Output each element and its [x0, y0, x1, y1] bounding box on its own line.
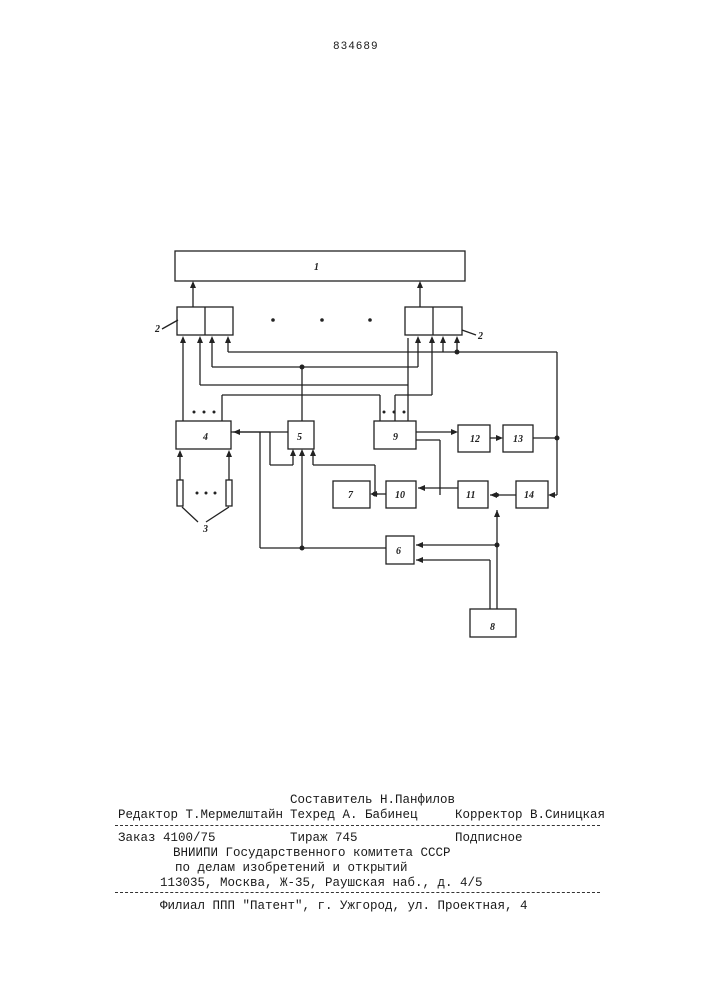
corrector-line: Корректор В.Синицкая [455, 808, 605, 822]
svg-text:10: 10 [395, 490, 405, 501]
circulation-line: Тираж 745 [290, 831, 358, 845]
svg-text:3: 3 [202, 524, 208, 535]
block-diagram: 1 2 2 3 4 5 6 7 8 9 10 11 12 13 14 [0, 0, 707, 700]
svg-text:2: 2 [154, 324, 160, 335]
svg-text:13: 13 [513, 434, 523, 445]
techred-line: Техред А. Бабинец [290, 808, 418, 822]
svg-text:8: 8 [490, 622, 495, 633]
svg-text:12: 12 [470, 434, 480, 445]
svg-text:2: 2 [477, 331, 483, 342]
svg-text:6: 6 [396, 546, 401, 557]
svg-text:14: 14 [524, 490, 534, 501]
address-line: 113035, Москва, Ж-35, Раушская наб., д. … [160, 876, 483, 890]
svg-text:5: 5 [297, 432, 302, 443]
compiler-line: Составитель Н.Панфилов [290, 793, 455, 807]
editor-line: Редактор Т.Мермелштайн [118, 808, 283, 822]
order-line: Заказ 4100/75 [118, 831, 216, 845]
svg-text:1: 1 [314, 262, 319, 273]
branch-line: Филиал ППП "Патент", г. Ужгород, ул. Про… [160, 899, 528, 913]
divider-2 [115, 892, 600, 893]
svg-text:11: 11 [466, 490, 475, 501]
divider-1 [115, 825, 600, 826]
svg-text:4: 4 [202, 432, 208, 443]
org-line-1: ВНИИПИ Государственного комитета СССР [173, 846, 451, 860]
svg-text:7: 7 [348, 490, 354, 501]
sensor-3-right [226, 480, 232, 506]
svg-text:9: 9 [393, 432, 398, 443]
sensor-3-left [177, 480, 183, 506]
block-1 [175, 251, 465, 281]
subscription-line: Подписное [455, 831, 523, 845]
org-line-2: по делам изобретений и открытий [175, 861, 408, 875]
